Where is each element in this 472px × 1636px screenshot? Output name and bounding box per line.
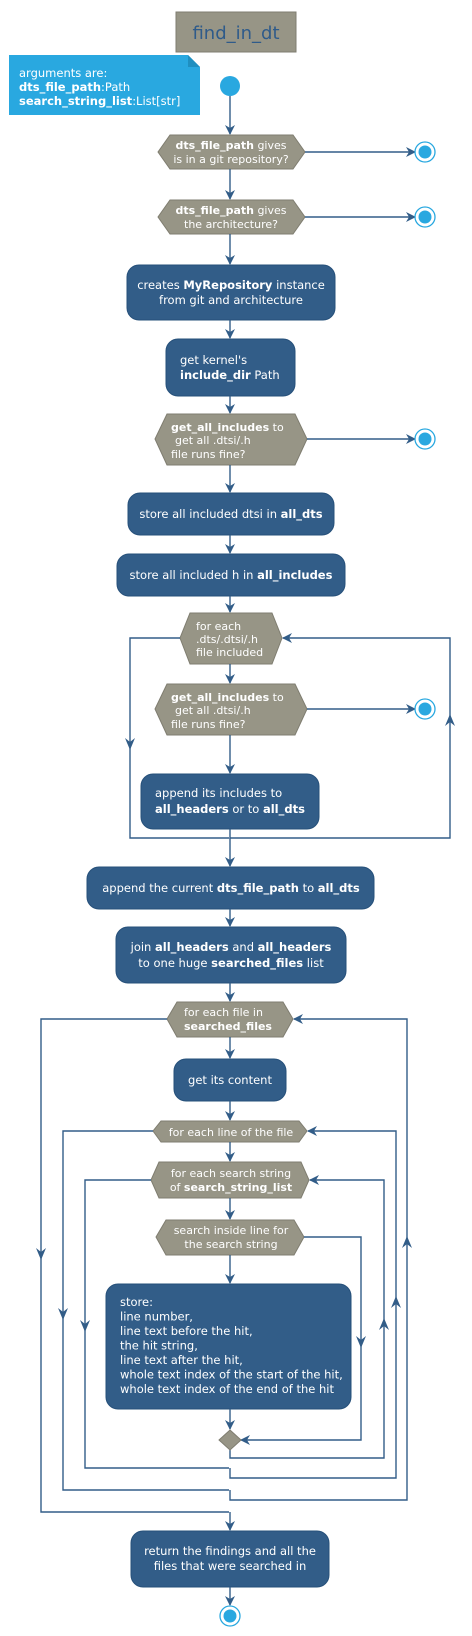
svg-text:to one huge searched_files lis: to one huge searched_files list [138, 956, 324, 971]
decision-git-repo [157, 134, 306, 170]
activity-join-searched-files [115, 926, 347, 984]
arguments-note [9, 55, 200, 115]
store-detail-line: whole text index of the start of the hit… [120, 1368, 343, 1382]
svg-text:dts_file_path gives: dts_file_path gives [176, 204, 287, 217]
decision-architecture [157, 199, 306, 235]
store-detail-line: line number, [120, 1310, 193, 1324]
svg-text:is in a git repository?: is in a git repository? [173, 153, 289, 166]
svg-text:store all included h in all_in: store all included h in all_includes [130, 568, 333, 583]
activity-store-h [116, 553, 346, 597]
svg-text:get_all_includes to: get_all_includes to [171, 691, 284, 704]
note-line1: arguments are: [19, 66, 107, 80]
svg-text:dts_file_path:Path: dts_file_path:Path [19, 80, 130, 95]
svg-text:searched_files: searched_files [184, 1020, 272, 1033]
store-detail-line: store: [120, 1295, 153, 1309]
decision-search-inside-line [155, 1219, 305, 1256]
note-arg1-name: dts_file_path [19, 80, 101, 95]
svg-text:for each: for each [196, 620, 241, 633]
svg-text:the architecture?: the architecture? [184, 218, 278, 231]
svg-text:append the current dts_file_pa: append the current dts_file_path to all_… [102, 881, 360, 896]
svg-text:append its includes to: append its includes to [155, 786, 282, 800]
note-arg2-type: :List[str] [132, 94, 180, 108]
svg-text:get its content: get its content [188, 1073, 272, 1087]
diagram-title: find_in_dt [192, 23, 279, 44]
svg-text:creates MyRepository instance: creates MyRepository instance [137, 278, 325, 292]
svg-text:.dts/.dtsi/.h: .dts/.dtsi/.h [196, 633, 258, 646]
store-detail-line: line text before the hit, [120, 1324, 253, 1338]
store-details-lines: store:line number,line text before the h… [120, 1295, 343, 1396]
store-detail-line: whole text index of the end of the hit [120, 1382, 334, 1396]
svg-text:all_headers or to all_dts: all_headers or to all_dts [155, 802, 305, 817]
svg-text:join all_headers and all_heade: join all_headers and all_headers [130, 940, 332, 955]
svg-text:from git and architecture: from git and architecture [159, 293, 303, 307]
decision-get-all-includes [154, 413, 308, 466]
svg-text:get kernel's: get kernel's [180, 353, 247, 367]
note-arg1-type: :Path [101, 80, 130, 94]
svg-text:get_all_includes to: get_all_includes to [171, 421, 284, 434]
start-node [220, 76, 240, 96]
svg-text:file included: file included [196, 646, 263, 659]
svg-text:search inside line for: search inside line for [174, 1224, 289, 1237]
decision-get-all-includes-loop [154, 683, 308, 736]
svg-text:search_string_list:List[str]: search_string_list:List[str] [19, 94, 180, 109]
svg-text:for each line of the file: for each line of the file [169, 1126, 294, 1139]
svg-text:get all .dtsi/.h: get all .dtsi/.h [175, 434, 251, 447]
svg-text:the search string: the search string [184, 1238, 277, 1251]
svg-text:dts_file_path gives: dts_file_path gives [176, 139, 287, 152]
svg-text:files that were searched in: files that were searched in [154, 1559, 307, 1573]
svg-text:file runs fine?: file runs fine? [171, 718, 246, 731]
note-arg2-name: search_string_list [19, 94, 133, 109]
store-detail-line: line text after the hit, [120, 1353, 243, 1367]
activity-store-hit-details [105, 1283, 352, 1410]
activity-create-repository [126, 264, 336, 321]
svg-text:for each file in: for each file in [184, 1006, 263, 1019]
note-fold [188, 55, 200, 67]
svg-text:of search_string_list: of search_string_list [170, 1181, 292, 1194]
activity-store-dtsi [127, 492, 335, 536]
store-detail-line: the hit string, [120, 1339, 198, 1353]
title-box [175, 11, 297, 53]
svg-text:for each search string: for each search string [171, 1167, 291, 1180]
svg-text:get all .dtsi/.h: get all .dtsi/.h [175, 704, 251, 717]
svg-text:return the findings and all th: return the findings and all the [144, 1544, 316, 1558]
merge-node [218, 1429, 242, 1451]
svg-text:file runs fine?: file runs fine? [171, 448, 246, 461]
svg-text:include_dir Path: include_dir Path [180, 368, 280, 383]
svg-text:store all included dtsi in all: store all included dtsi in all_dts [139, 507, 322, 522]
